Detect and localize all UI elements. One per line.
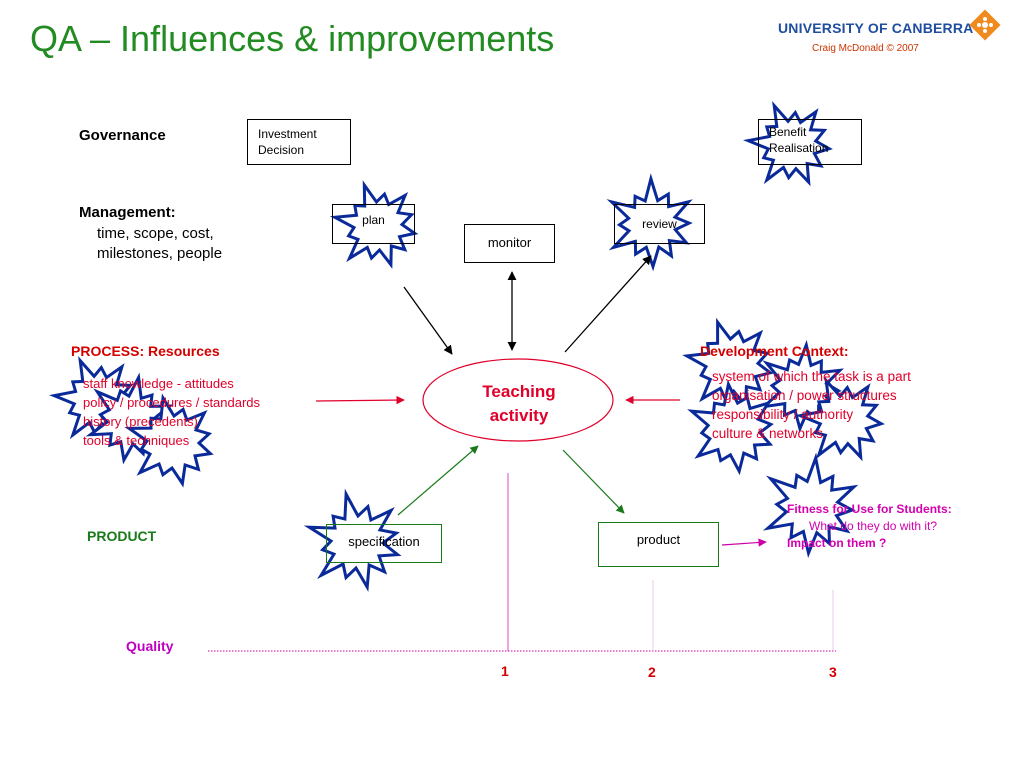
resources-list: staff knowledge - attitudes policy / pro… xyxy=(83,374,260,450)
quality-tick-label: 2 xyxy=(648,664,656,680)
plan-box: plan xyxy=(332,204,415,244)
monitor-label: monitor xyxy=(487,235,532,250)
starburst-icon xyxy=(762,452,859,559)
starburst-icon xyxy=(742,100,833,187)
product-box: product xyxy=(598,522,719,567)
monitor-box: monitor xyxy=(464,224,555,263)
management-label: Management: xyxy=(79,204,176,221)
quality-label: Quality xyxy=(126,638,174,654)
benefit-line1: Benefit xyxy=(769,125,807,139)
starburst-icon xyxy=(794,375,885,462)
context-item: culture & networks xyxy=(712,426,824,441)
fitness-line1: Fitness for Use for Students: xyxy=(787,502,952,516)
teaching-line2: activity xyxy=(489,406,549,425)
context-heading: Development Context: xyxy=(700,343,849,359)
investment-decision-box: Investment Decision xyxy=(247,119,351,165)
plan-label: plan xyxy=(362,213,385,227)
quality-tick-label: 3 xyxy=(829,664,837,680)
starburst-icon xyxy=(759,339,844,433)
quality-tick-label: 1 xyxy=(501,663,509,679)
starburst-icon xyxy=(124,393,214,488)
teaching-line1: Teaching xyxy=(482,382,556,401)
credit-text: Craig McDonald © 2007 xyxy=(812,43,919,54)
teaching-activity-ellipse xyxy=(422,358,614,442)
plan-arrow xyxy=(403,286,453,355)
review-arrow xyxy=(564,255,652,353)
specification-arrow xyxy=(397,445,479,516)
management-sub1: time, scope, cost, xyxy=(97,225,214,242)
product-label: PRODUCT xyxy=(87,528,157,544)
resource-item: history (precedents) xyxy=(83,414,198,429)
process-label: PROCESS: Resources xyxy=(71,343,220,359)
review-label: review xyxy=(642,217,677,231)
fitness-line2: What do they do with it? xyxy=(809,519,938,533)
fitness-arrow xyxy=(721,538,767,547)
university-logo-icon xyxy=(969,9,1001,41)
investment-line1: Investment xyxy=(258,127,317,141)
context-item: responsibility / authority xyxy=(712,407,854,422)
resource-item: tools & techniques xyxy=(83,433,190,448)
product-box-label: product xyxy=(636,532,681,547)
fitness-text: Fitness for Use for Students: What do th… xyxy=(787,501,952,552)
context-item: organisation / power structures xyxy=(712,388,897,403)
resource-item: policy / procedures / standards xyxy=(83,395,261,410)
review-box: review xyxy=(614,204,705,244)
governance-label: Governance xyxy=(79,127,166,144)
resources-arrow xyxy=(315,395,405,405)
starburst-icon xyxy=(606,173,693,272)
investment-line2: Decision xyxy=(258,143,305,157)
management-sub2: milestones, people xyxy=(97,245,223,262)
specification-label: specification xyxy=(348,534,420,549)
starburst-group xyxy=(48,100,885,592)
context-item: system of which the task is a part xyxy=(712,369,911,384)
context-list: system of which the task is a part organ… xyxy=(712,367,911,443)
starburst-icon xyxy=(303,488,402,592)
specification-box: specification xyxy=(326,524,442,563)
page-title: QA – Influences & improvements xyxy=(30,18,555,59)
starburst-icon xyxy=(687,379,774,476)
fitness-line3: Impact on them ? xyxy=(787,536,887,550)
benefit-realisation-box: Benefit Realisation xyxy=(758,119,862,165)
teaching-activity-label: Teaching activity xyxy=(474,380,564,428)
benefit-line2: Realisation xyxy=(769,141,829,155)
university-logo-text: UNIVERSITY OF CANBERRA xyxy=(778,20,974,36)
product-arrow xyxy=(562,449,625,514)
resource-item: staff knowledge - attitudes xyxy=(83,376,234,391)
